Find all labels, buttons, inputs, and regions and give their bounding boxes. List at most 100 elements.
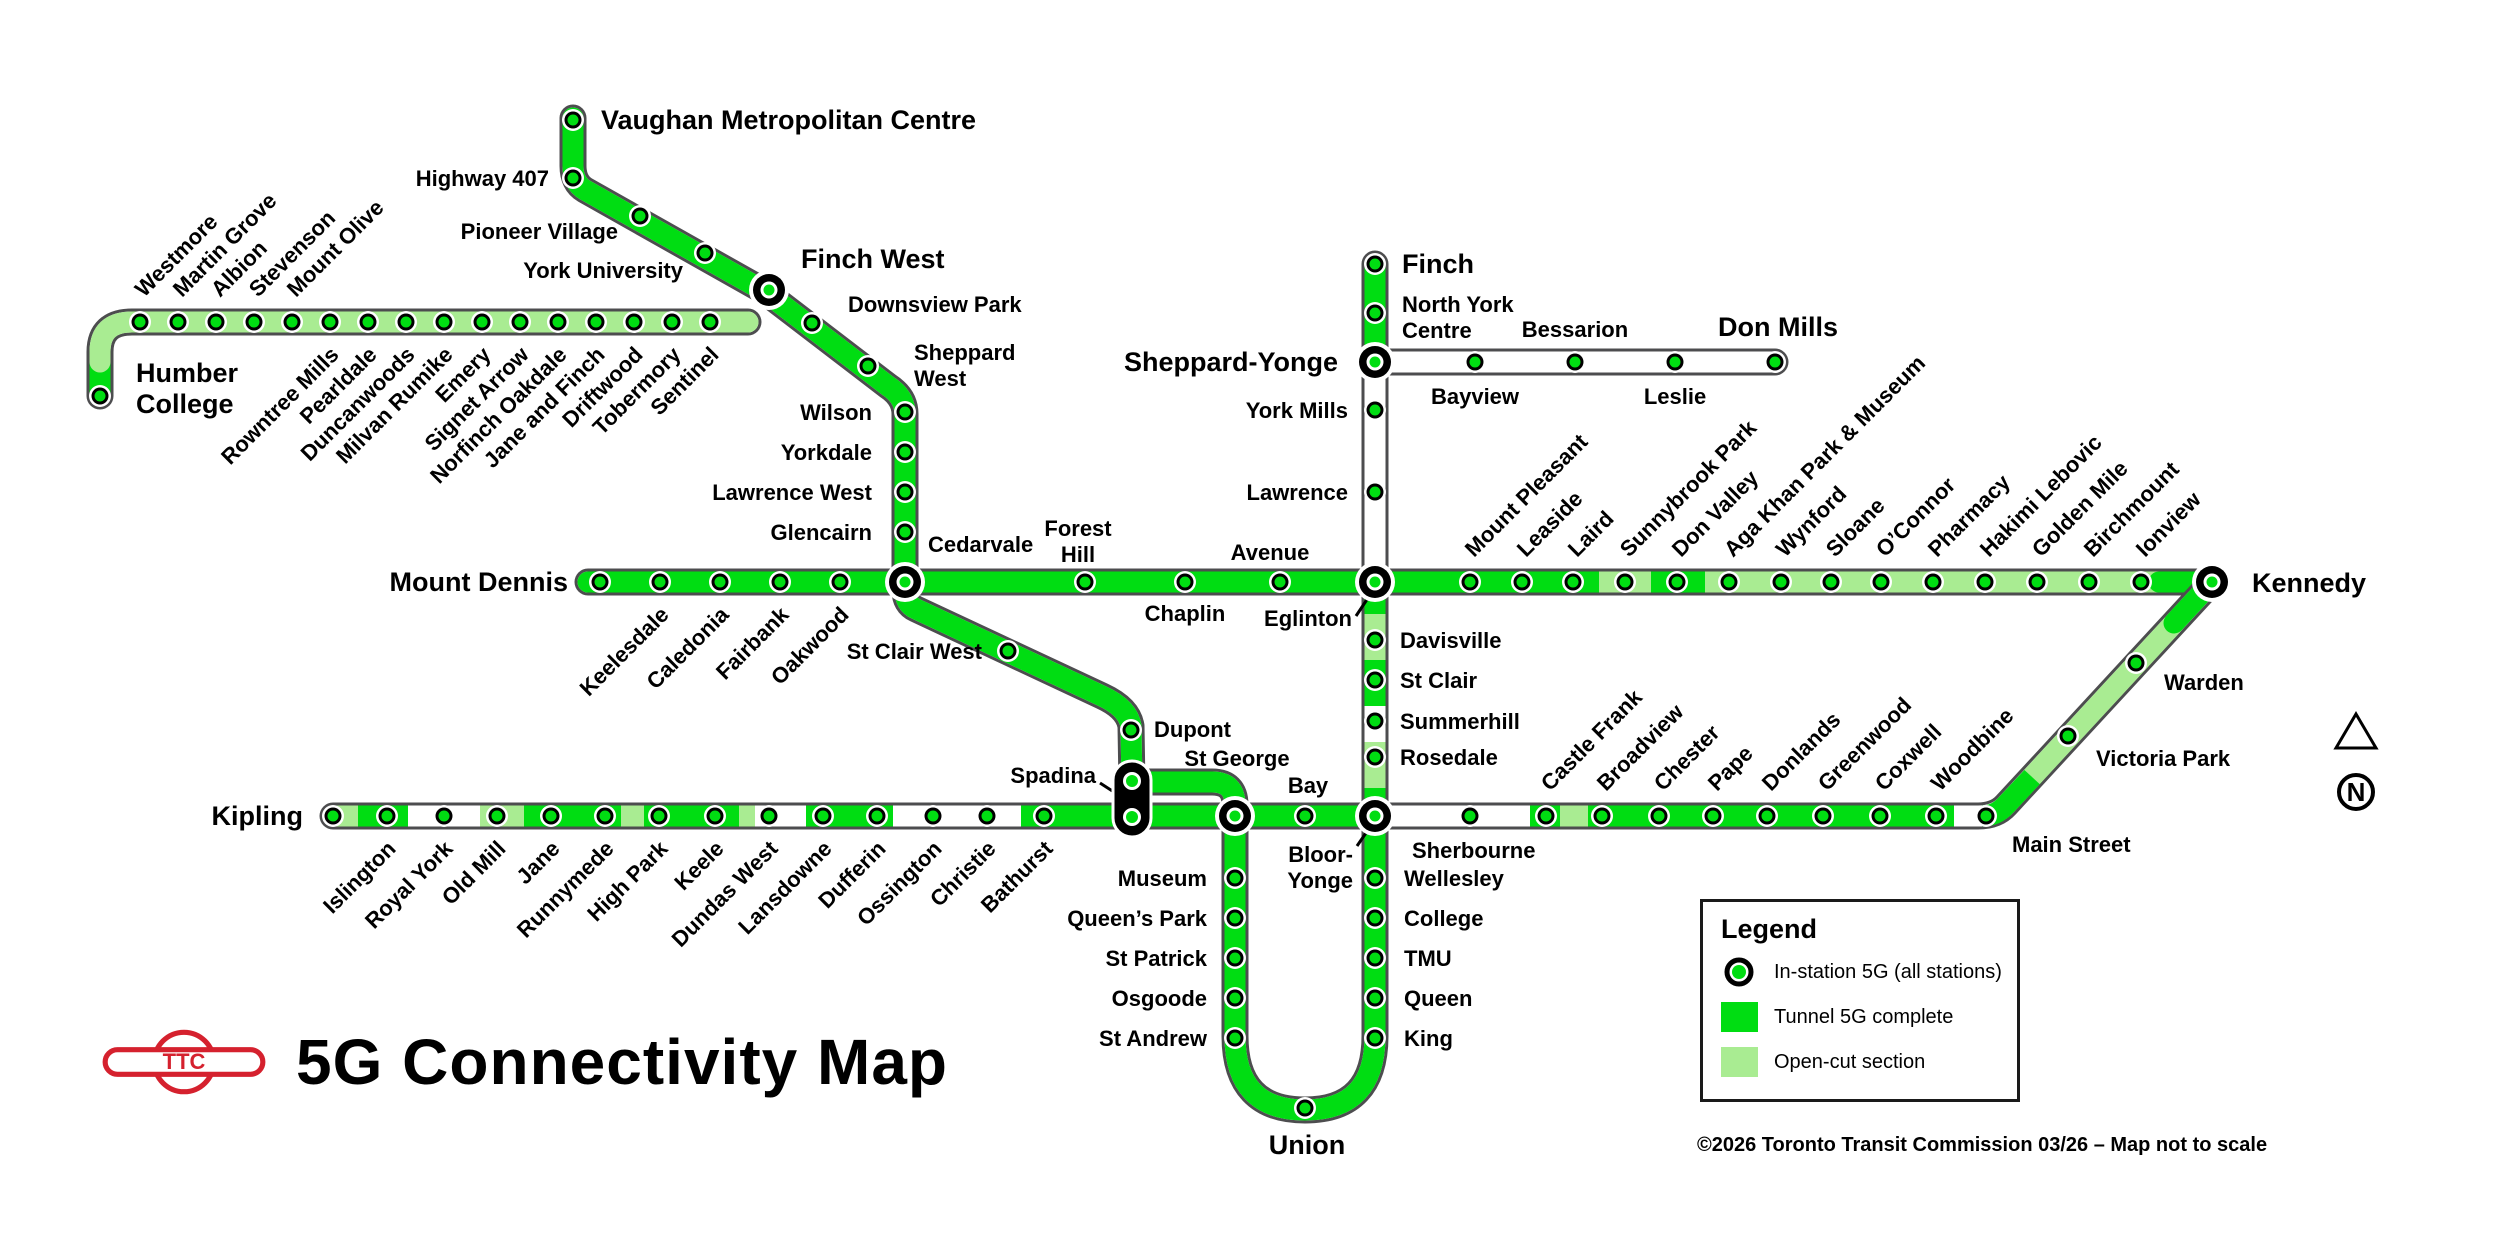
station-label: College	[136, 389, 234, 419]
station-bessarion: Bessarion	[1522, 317, 1628, 373]
station-label: Downsview Park	[848, 292, 1022, 317]
station-label: St Clair	[1400, 668, 1477, 693]
station-label: Lawrence West	[712, 480, 872, 505]
station-label: St George	[1184, 746, 1289, 771]
station-sherbourne: Sherbourne	[1412, 805, 1535, 863]
north-letter: N	[2347, 777, 2366, 807]
station-label: St Patrick	[1106, 946, 1208, 971]
station-bloor-yonge: Bloor-Yonge	[1287, 796, 1395, 893]
station-label: Centre	[1402, 318, 1472, 343]
station-label: Yorkdale	[781, 440, 872, 465]
station-label: Chaplin	[1145, 601, 1226, 626]
station-label: Finch West	[801, 244, 945, 274]
station-label: Museum	[1118, 866, 1207, 891]
station-highway-407: Highway 407	[416, 166, 584, 191]
station-label: Osgoode	[1112, 986, 1207, 1011]
station-yorkdale: Yorkdale	[781, 440, 916, 465]
station-label: Queen	[1404, 986, 1472, 1011]
station-osgoode: Osgoode	[1112, 986, 1246, 1011]
station-label: Kipling	[212, 801, 303, 831]
line1-yonge-university	[1130, 250, 1389, 1124]
station-label: Lawrence	[1247, 480, 1349, 505]
north-arrow-icon: N	[2333, 711, 2379, 811]
station-bay: Bay	[1288, 773, 1329, 827]
station-college: College	[1364, 906, 1483, 931]
station-label: Bayview	[1431, 384, 1520, 409]
station-downsview-park: Downsview Park	[801, 292, 1022, 334]
station-label: Warden	[2164, 670, 2244, 695]
station-tmu: TMU	[1364, 946, 1452, 971]
legend-item-in-station: In-station 5G (all stations)	[1721, 955, 2017, 989]
station-lawrence: Lawrence	[1247, 480, 1386, 505]
station-label: Mount Dennis	[390, 567, 568, 597]
station-avenue: Avenue	[1231, 540, 1309, 593]
station-york-university: York University	[523, 242, 716, 283]
station-circle-icon	[1724, 957, 1754, 987]
station-label: Bloor-	[1288, 842, 1353, 867]
station-vaughan-metropolitan-centre: Vaughan Metropolitan Centre	[562, 105, 976, 135]
station-label: Wilson	[800, 400, 872, 425]
station-label: St Clair West	[847, 639, 983, 664]
station-glencairn: Glencairn	[771, 520, 916, 545]
station-kennedy: Kennedy	[2192, 562, 2366, 602]
lightgreen-square-icon	[1721, 1047, 1758, 1077]
station-queen: Queen	[1364, 986, 1472, 1011]
legend-item-tunnel: Tunnel 5G complete	[1721, 1000, 2017, 1034]
station-mount-dennis: Mount Dennis	[390, 567, 611, 597]
station-label: Hill	[1061, 542, 1095, 567]
station-label: Sherbourne	[1412, 838, 1535, 863]
ttc-logo: TTC	[102, 1029, 266, 1095]
station-label: King	[1404, 1026, 1453, 1051]
station-label: Spadina	[1010, 763, 1096, 788]
station-union: Union	[1269, 1097, 1345, 1160]
station-label: Eglinton	[1264, 606, 1352, 631]
station-lawrence-west: Lawrence West	[712, 480, 916, 505]
title-block: TTC 5G Connectivity Map	[100, 1016, 948, 1108]
station-label: Don Mills	[1718, 312, 1838, 342]
station-kipling: Kipling	[212, 801, 344, 831]
legend-item-label: In-station 5G (all stations)	[1774, 960, 2002, 983]
station-label: Summerhill	[1400, 709, 1520, 734]
station-st-andrew: St Andrew	[1099, 1026, 1246, 1051]
station-bayview: Bayview	[1431, 351, 1520, 409]
station-king: King	[1364, 1026, 1453, 1051]
legend: Legend In-station 5G (all stations) Tunn…	[1700, 899, 2020, 1102]
station-summerhill: Summerhill	[1364, 709, 1520, 734]
station-rosedale: Rosedale	[1364, 745, 1498, 770]
station-label: Leslie	[1644, 384, 1706, 409]
station-wilson: Wilson	[800, 400, 916, 425]
station-museum: Museum	[1118, 866, 1246, 891]
page-title: 5G Connectivity Map	[296, 1026, 948, 1098]
station-spadina: Spadina	[1010, 759, 1153, 839]
station-label: Finch	[1402, 249, 1474, 279]
station-st-clair-west: St Clair West	[847, 639, 1019, 664]
legend-item-opencut: Open-cut section	[1721, 1045, 2017, 1079]
station-sheppard-yonge: Sheppard-Yonge	[1124, 342, 1395, 382]
svg-text:TTC: TTC	[163, 1049, 206, 1074]
station-label: Bay	[1288, 773, 1329, 798]
green-square-icon	[1721, 1002, 1758, 1032]
station-label: York Mills	[1246, 398, 1348, 423]
station-label: Humber	[136, 358, 239, 388]
station-don-mills: Don Mills	[1718, 312, 1838, 373]
station-label: Rosedale	[1400, 745, 1498, 770]
station-warden: Warden	[2125, 652, 2244, 695]
station-york-mills: York Mills	[1246, 398, 1386, 423]
station-queens-park: Queen’s Park	[1067, 906, 1246, 931]
station-st-clair: St Clair	[1364, 668, 1477, 693]
station-st-george: St George	[1184, 746, 1290, 836]
station-chaplin: Chaplin	[1145, 571, 1226, 626]
station-label: Wellesley	[1404, 866, 1505, 891]
station-finch: Finch	[1364, 249, 1474, 279]
station-label: St Andrew	[1099, 1026, 1208, 1051]
station-label: Glencairn	[771, 520, 872, 545]
legend-item-label: Open-cut section	[1774, 1050, 1926, 1073]
station-davisville: Davisville	[1364, 628, 1502, 653]
station-label: College	[1404, 906, 1483, 931]
station-label: Queen’s Park	[1067, 906, 1208, 931]
